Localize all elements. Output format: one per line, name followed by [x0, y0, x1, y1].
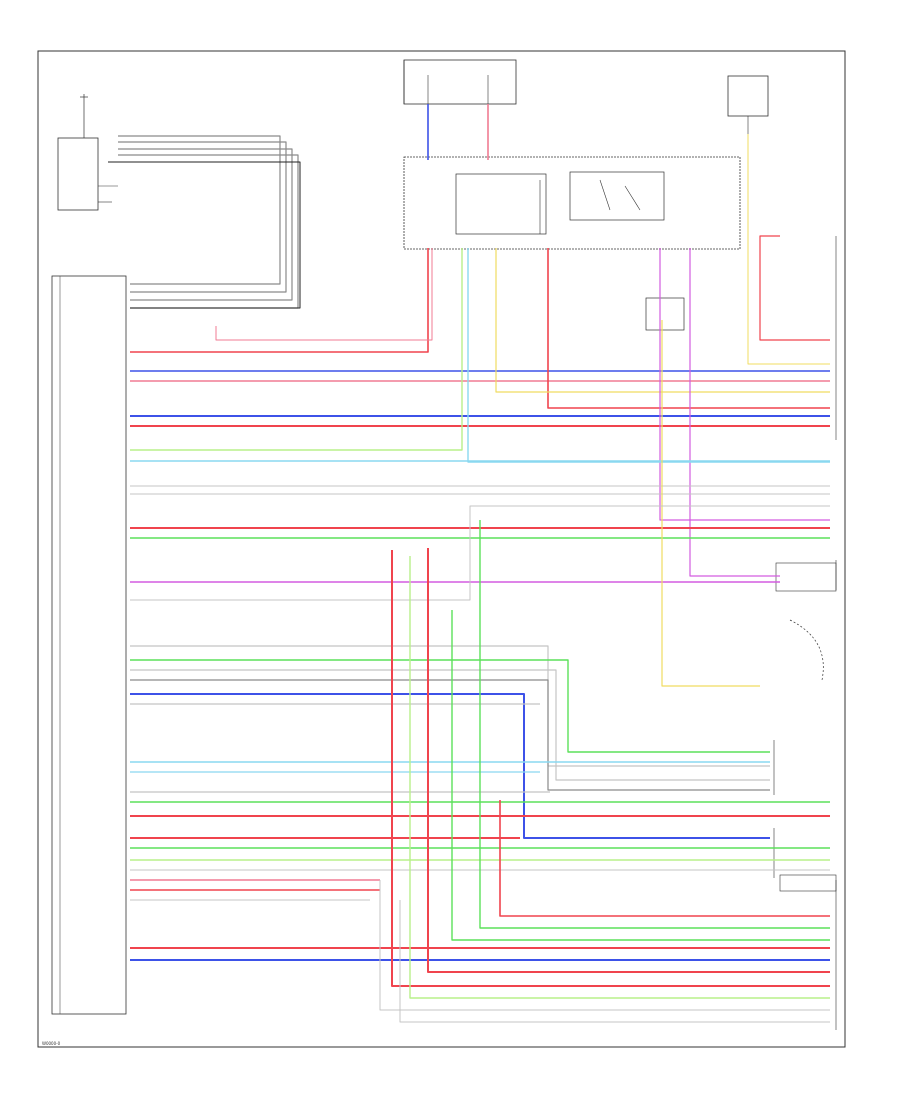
wire-red-vert-1	[391, 550, 830, 987]
wire-red-vert-3	[499, 800, 830, 917]
wire-black-harness	[108, 161, 301, 309]
right-connector-frames	[773, 236, 837, 1030]
wire-gray-harness	[118, 135, 281, 285]
wire-pink-junction	[215, 248, 433, 341]
wire-gray-harness	[118, 154, 299, 309]
wire-green-vert	[451, 610, 830, 941]
wire-gray-tr-2	[130, 669, 770, 781]
diagram-border	[37, 50, 846, 1048]
relay-box	[403, 156, 741, 250]
wire-gray-tr-3	[130, 679, 770, 791]
wire-yellow-top	[747, 134, 830, 365]
wire-gray-vert	[379, 880, 830, 1011]
wire-yellow-2	[661, 320, 760, 687]
wire-red-right	[759, 235, 830, 341]
wire-blue-3	[130, 693, 770, 839]
wire-lg-vert	[409, 556, 830, 999]
wire-red-3	[547, 248, 830, 409]
wire-red-main	[130, 248, 429, 353]
module-top-right	[727, 75, 769, 134]
footer-code: W0000-0	[42, 1041, 61, 1046]
range-switch-arc	[789, 619, 824, 681]
control-unit-box	[51, 275, 127, 1015]
wire-gray-harness	[118, 148, 293, 301]
wire-red-vert-2	[427, 548, 830, 973]
switch-center	[645, 297, 685, 331]
wire-green-tr	[130, 659, 770, 753]
sensor-box-top-left	[57, 94, 118, 211]
wire-green-vert-2	[479, 520, 830, 929]
wire-gray-tr	[130, 645, 770, 767]
wire-light-green	[130, 248, 463, 451]
wire-yellow-1	[495, 248, 830, 393]
fuse-box-top	[403, 59, 517, 105]
wire-violet-1	[659, 248, 830, 521]
wire-violet-2	[689, 248, 780, 577]
wire-gray-up	[130, 505, 830, 601]
wires-layer	[108, 104, 830, 1023]
wire-gray-vert-2	[399, 900, 830, 1023]
wire-gray-harness	[118, 141, 287, 293]
wire-light-blue	[467, 248, 830, 463]
